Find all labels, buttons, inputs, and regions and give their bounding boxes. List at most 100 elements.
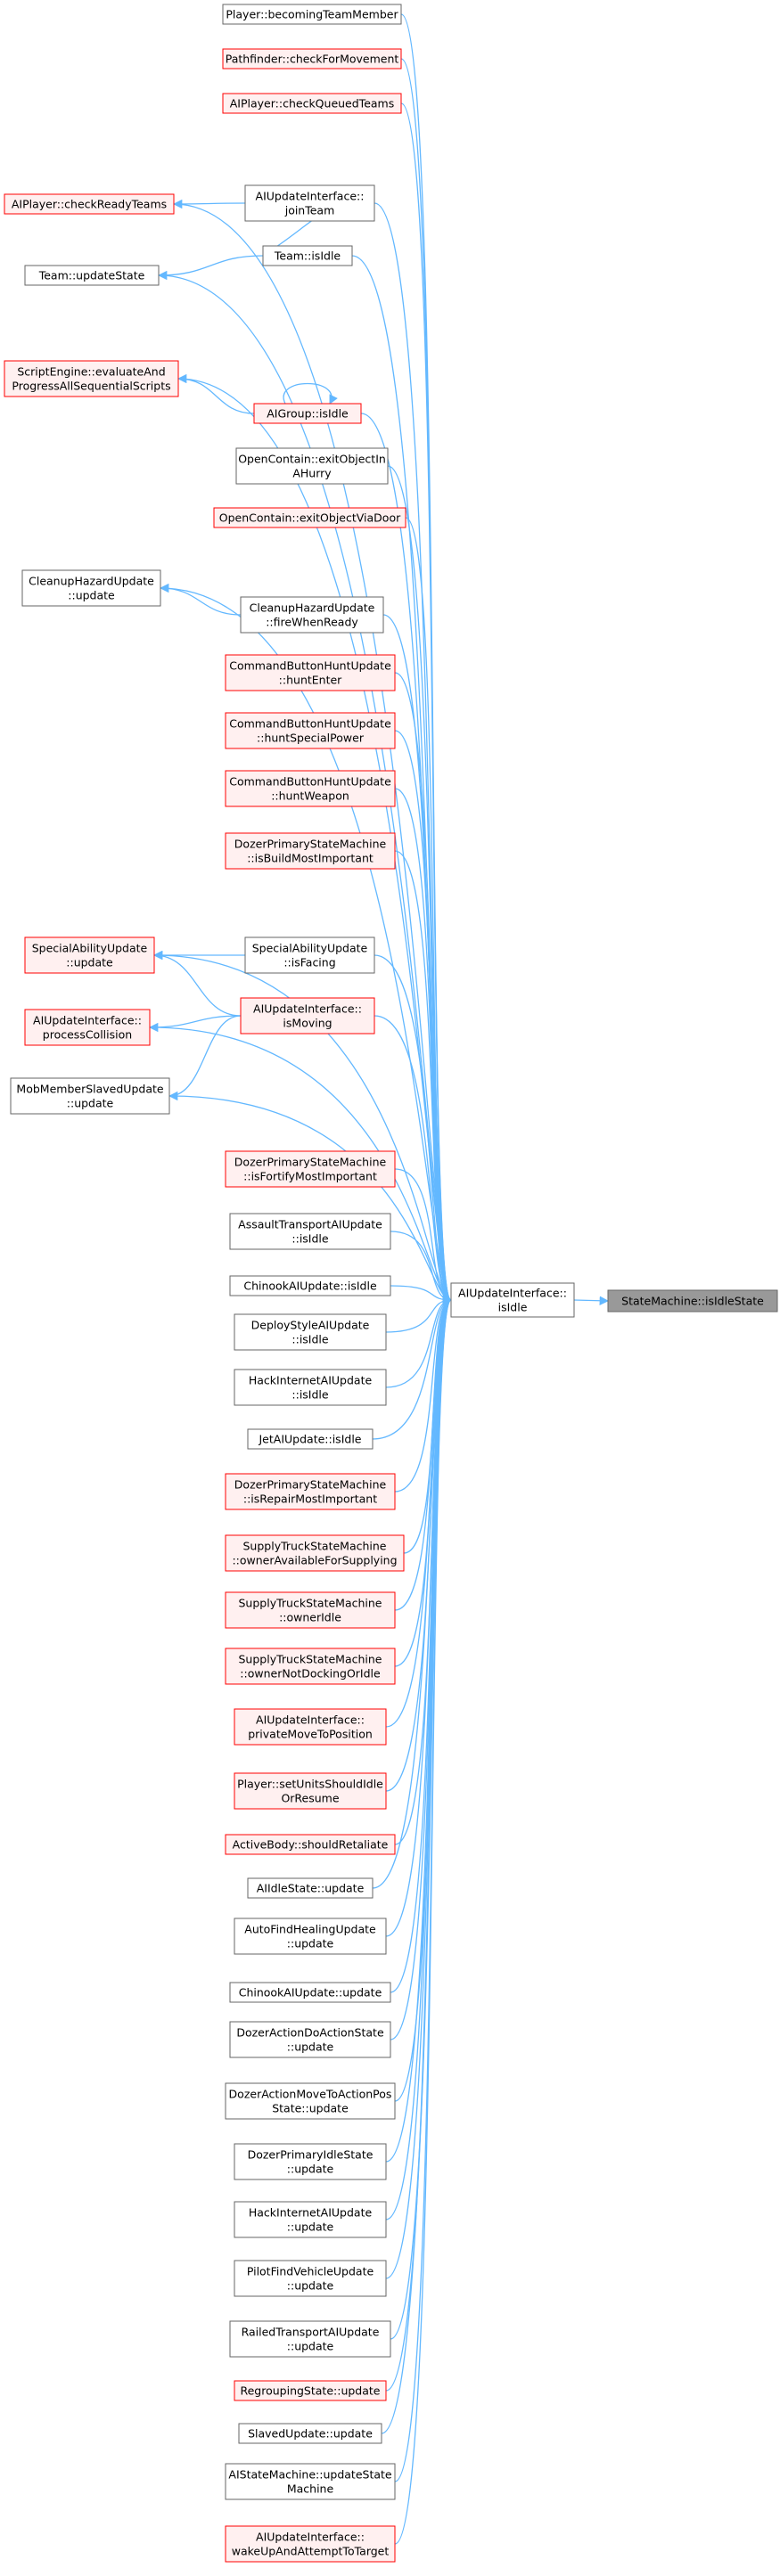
node-box[interactable] [234, 1708, 387, 1746]
node-aiplayer-checkreadyteams[interactable]: AIPlayer::checkReadyTeams [4, 193, 175, 215]
node-box[interactable] [10, 1077, 170, 1115]
node-supplytruckstatemachine-owneravailableforsupplying[interactable]: SupplyTruckStateMachine::ownerAvailableF… [225, 1534, 405, 1572]
node-cleanuphazardupdate-firewhenready[interactable]: CleanupHazardUpdate::fireWhenReady [240, 596, 384, 634]
node-box[interactable] [225, 712, 396, 749]
node-supplytruckstatemachine-ownernotdockingoridle[interactable]: SupplyTruckStateMachine::ownerNotDocking… [225, 1648, 396, 1685]
node-chinookaiupdate-isidle[interactable]: ChinookAIUpdate::isIdle [229, 1275, 391, 1296]
node-deploystyleaiupdate-isidle[interactable]: DeployStyleAIUpdate::isIdle [234, 1313, 387, 1351]
node-box[interactable] [225, 770, 396, 807]
node-box[interactable] [234, 1313, 387, 1351]
node-cleanuphazardupdate-update[interactable]: CleanupHazardUpdate::update [21, 569, 161, 607]
node-box[interactable] [213, 507, 406, 528]
node-box[interactable] [234, 2380, 387, 2401]
node-box[interactable] [4, 360, 179, 397]
node-box[interactable] [229, 2320, 391, 2358]
node-dozerprimaryidlestate-update[interactable]: DozerPrimaryIdleState::update [234, 2143, 387, 2180]
node-jetaiupdate-isidle[interactable]: JetAIUpdate::isIdle [247, 1428, 374, 1450]
node-aiplayer-checkqueuedteams[interactable]: AIPlayer::checkQueuedTeams [222, 93, 402, 114]
node-mobmemberslavedupdate-update[interactable]: MobMemberSlavedUpdate::update [10, 1077, 170, 1115]
node-regroupingstate-update[interactable]: RegroupingState::update [234, 2380, 387, 2401]
node-pathfinder-checkformovement[interactable]: Pathfinder::checkForMovement [222, 48, 402, 70]
node-box[interactable] [24, 1009, 151, 1046]
node-box[interactable] [225, 1834, 396, 1855]
node-box[interactable] [234, 2201, 387, 2238]
node-dozeractiondoactionstate-update[interactable]: DozerActionDoActionState::update [229, 2021, 391, 2058]
node-box[interactable] [225, 1473, 396, 1510]
node-box[interactable] [225, 1534, 405, 1572]
node-team-isidle[interactable]: Team::isIdle [262, 245, 353, 266]
node-box[interactable] [21, 569, 161, 607]
node-box[interactable] [234, 1918, 387, 1955]
node-box[interactable] [225, 654, 396, 691]
node-box[interactable] [225, 2082, 396, 2120]
node-box[interactable] [607, 1289, 778, 1313]
node-aiupdateinterface-wakeupandattempttotarget[interactable]: AIUpdateInterface::wakeUpAndAttemptToTar… [225, 2525, 396, 2563]
node-scriptengine-evaluateandprogressallsequentialscripts[interactable]: ScriptEngine::evaluateAndProgressAllSequ… [4, 360, 179, 397]
node-aiidlestate-update[interactable]: AIIdleState::update [247, 1877, 374, 1899]
node-box[interactable] [234, 2260, 387, 2297]
node-box[interactable] [229, 1275, 391, 1296]
node-box[interactable] [225, 1150, 396, 1188]
node-hackinternetaiupdate-update[interactable]: HackInternetAIUpdate::update [234, 2201, 387, 2238]
node-box[interactable] [235, 447, 389, 485]
node-box[interactable] [229, 1982, 391, 2003]
node-box[interactable] [225, 1591, 396, 1629]
node-commandbuttonhuntupdate-huntspecialpower[interactable]: CommandButtonHuntUpdate::huntSpecialPowe… [225, 712, 396, 749]
node-box[interactable] [222, 93, 402, 114]
node-autofindhealingupdate-update[interactable]: AutoFindHealingUpdate::update [234, 1918, 387, 1955]
node-opencontain-exitobjectviadoor[interactable]: OpenContain::exitObjectViaDoor [213, 507, 406, 528]
node-box[interactable] [238, 2423, 382, 2444]
node-statemachine-isidlestate[interactable]: StateMachine::isIdleState [607, 1289, 778, 1313]
node-dozerprimarystatemachine-isbuildmostimportant[interactable]: DozerPrimaryStateMachine::isBuildMostImp… [225, 832, 396, 870]
node-activebody-shouldretaliate[interactable]: ActiveBody::shouldRetaliate [225, 1834, 396, 1855]
node-box[interactable] [234, 1772, 387, 1810]
node-box[interactable] [225, 2463, 396, 2500]
node-box[interactable] [240, 596, 384, 634]
node-box[interactable] [229, 1213, 391, 1250]
node-box[interactable] [253, 403, 362, 424]
node-box[interactable] [225, 2525, 396, 2563]
node-aiupdateinterface-jointeam[interactable]: AIUpdateInterface::joinTeam [244, 184, 375, 222]
node-box[interactable] [222, 4, 402, 25]
node-box[interactable] [225, 1648, 396, 1685]
node-box[interactable] [244, 936, 375, 974]
node-aigroup-isidle[interactable]: AIGroup::isIdle [253, 403, 362, 424]
node-box[interactable] [229, 2021, 391, 2058]
node-box[interactable] [247, 1877, 374, 1899]
node-box[interactable] [4, 193, 175, 215]
node-player-becomingteammember[interactable]: Player::becomingTeamMember [222, 4, 402, 25]
node-box[interactable] [244, 184, 375, 222]
node-chinookaiupdate-update[interactable]: ChinookAIUpdate::update [229, 1982, 391, 2003]
node-box[interactable] [450, 1282, 575, 1318]
node-dozerprimarystatemachine-isrepairmostimportant[interactable]: DozerPrimaryStateMachine::isRepairMostIm… [225, 1473, 396, 1510]
node-hackinternetaiupdate-isidle[interactable]: HackInternetAIUpdate::isIdle [234, 1369, 387, 1406]
node-box[interactable] [24, 265, 160, 286]
node-slavedupdate-update[interactable]: SlavedUpdate::update [238, 2423, 382, 2444]
node-dozerprimarystatemachine-isfortifymostimportant[interactable]: DozerPrimaryStateMachine::isFortifyMostI… [225, 1150, 396, 1188]
node-box[interactable] [240, 997, 375, 1034]
node-aiupdateinterface-ismoving[interactable]: AIUpdateInterface::isMoving [240, 997, 375, 1034]
node-specialabilityupdate-isfacing[interactable]: SpecialAbilityUpdate::isFacing [244, 936, 375, 974]
node-team-updatestate[interactable]: Team::updateState [24, 265, 160, 286]
node-commandbuttonhuntupdate-huntweapon[interactable]: CommandButtonHuntUpdate::huntWeapon [225, 770, 396, 807]
node-box[interactable] [222, 48, 402, 70]
node-supplytruckstatemachine-owneridle[interactable]: SupplyTruckStateMachine::ownerIdle [225, 1591, 396, 1629]
node-assaulttransportaiupdate-isidle[interactable]: AssaultTransportAIUpdate::isIdle [229, 1213, 391, 1250]
node-pilotfindvehicleupdate-update[interactable]: PilotFindVehicleUpdate::update [234, 2260, 387, 2297]
node-specialabilityupdate-update[interactable]: SpecialAbilityUpdate::update [24, 936, 155, 974]
node-box[interactable] [247, 1428, 374, 1450]
node-aiupdateinterface-isidle[interactable]: AIUpdateInterface::isIdle [450, 1282, 575, 1318]
node-box[interactable] [24, 936, 155, 974]
node-aiupdateinterface-privatemovetoposition[interactable]: AIUpdateInterface::privateMoveToPosition [234, 1708, 387, 1746]
node-box[interactable] [262, 245, 353, 266]
node-box[interactable] [234, 1369, 387, 1406]
node-box[interactable] [234, 2143, 387, 2180]
node-aiupdateinterface-processcollision[interactable]: AIUpdateInterface::processCollision [24, 1009, 151, 1046]
node-commandbuttonhuntupdate-huntenter[interactable]: CommandButtonHuntUpdate::huntEnter [225, 654, 396, 691]
node-railedtransportaiupdate-update[interactable]: RailedTransportAIUpdate::update [229, 2320, 391, 2358]
node-box[interactable] [225, 832, 396, 870]
